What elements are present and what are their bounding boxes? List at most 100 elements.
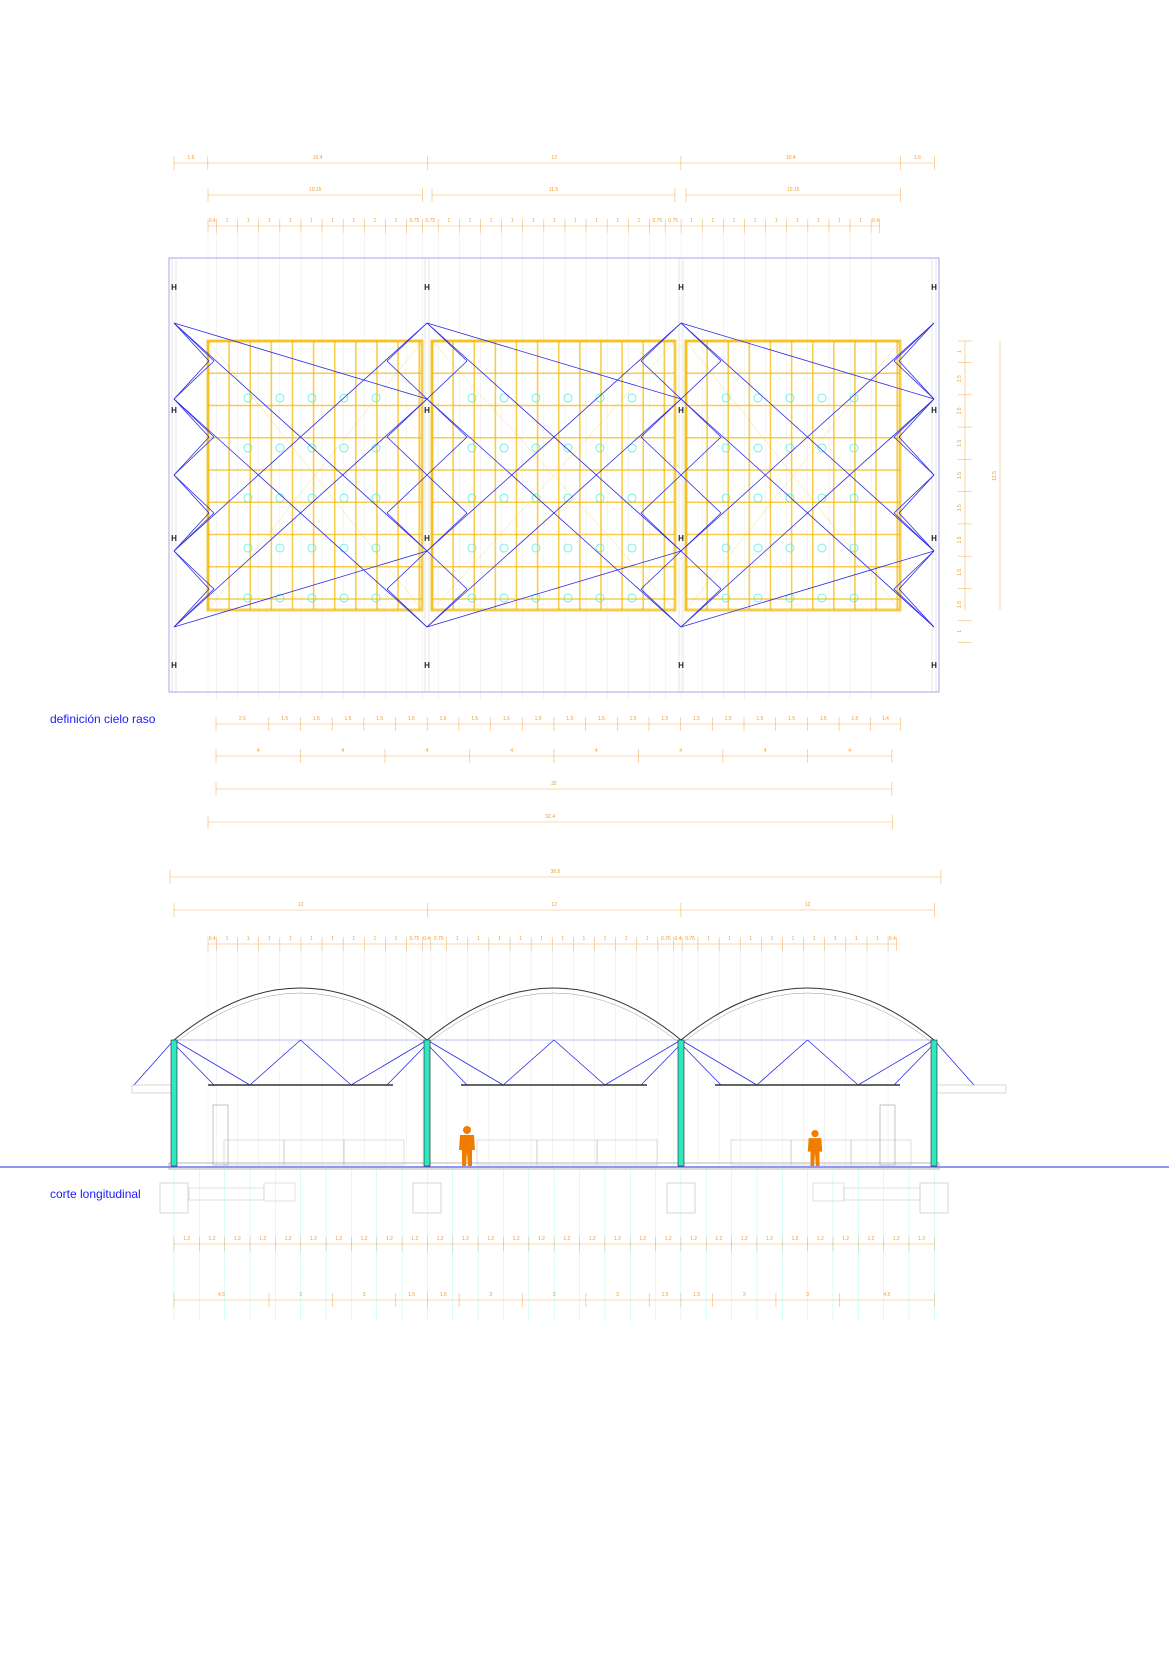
plan-dim-row-3-label: 1 — [310, 218, 313, 224]
plan-dim-row-3-label: 1 — [754, 218, 757, 224]
section-dim-bottom-1-label: 1.2 — [715, 1236, 722, 1242]
section-dim-row-3-label: 1 — [604, 936, 607, 942]
tension-cable — [426, 398, 682, 628]
light-fixture — [817, 443, 827, 453]
light-fixture — [849, 443, 859, 453]
section-dim-bottom-1-label: 1.2 — [867, 1236, 874, 1242]
section-dim-row-3-label: 1 — [247, 936, 250, 942]
plan-dim-bottom-1-label: 1.5 — [313, 716, 320, 722]
light-fixture — [849, 493, 859, 503]
section-dim-row-3-label: 1 — [583, 936, 586, 942]
section-dim-row-3-label: 0.75 — [410, 936, 420, 942]
section-dim-bottom-2-label: 1.5 — [693, 1292, 700, 1298]
plan-dim-bottom-1-label: 1.5 — [661, 716, 668, 722]
light-fixture — [817, 393, 827, 403]
section-dim-bottom-2-label: 1.5 — [440, 1292, 447, 1298]
section-dim-row-1-label: 36.5 — [551, 869, 561, 875]
section-dim-bottom-1-label: 1.2 — [639, 1236, 646, 1242]
light-fixture — [243, 443, 253, 453]
light-fixture — [467, 593, 477, 603]
light-fixture — [721, 593, 731, 603]
plan-dim-row-3-label: 0.75 — [410, 218, 420, 224]
section-dim-row-3-label: 1 — [813, 936, 816, 942]
truss-zigzag — [898, 474, 935, 514]
truss-zigzag — [893, 512, 935, 552]
section-dim-row-3-label: 1 — [289, 936, 292, 942]
plan-dim-row-3-label: 1 — [373, 218, 376, 224]
light-fixture — [785, 393, 795, 403]
section-dim-bottom-1-label: 1.2 — [893, 1236, 900, 1242]
truss-zigzag — [680, 588, 722, 628]
truss-zigzag — [426, 474, 468, 514]
plan-dim-right-label: 1.5 — [957, 601, 963, 608]
ceiling-diagonal — [207, 340, 423, 611]
light-fixture — [371, 393, 381, 403]
section-dim-row-3-label: 0.4 — [423, 936, 430, 942]
plan-dim-row-3-label: 1 — [268, 218, 271, 224]
truss-zigzag — [898, 322, 935, 362]
floor-slab — [168, 1162, 940, 1170]
tension-cable — [857, 1039, 935, 1086]
plan-dim-row-3-label: 1 — [859, 218, 862, 224]
plan-dim-row-3-label: 0.75 — [425, 218, 435, 224]
plan-dim-row-3-label: 1 — [690, 218, 693, 224]
section-dim-row-3-label: 1 — [331, 936, 334, 942]
tension-cable — [553, 1039, 606, 1086]
plan-dim-row-3-label: 1 — [732, 218, 735, 224]
strut — [173, 1043, 215, 1086]
column-h-section: H — [931, 406, 937, 415]
truss-zigzag — [640, 398, 682, 438]
truss-zigzag — [173, 436, 215, 476]
plan-dim-bottom-2-label: 4 — [679, 748, 682, 754]
plan-dim-bottom-1-label: 1.5 — [630, 716, 637, 722]
furniture — [283, 1139, 345, 1166]
plan-dim-row-3-label: 1 — [616, 218, 619, 224]
column-h-section: H — [171, 661, 177, 670]
light-fixture — [531, 393, 541, 403]
strut — [893, 1043, 935, 1086]
truss-zigzag — [386, 322, 428, 362]
light-fixture — [243, 493, 253, 503]
tension-cable — [173, 550, 428, 628]
tension-cable — [604, 1039, 682, 1086]
left-eave — [131, 1084, 175, 1094]
foundation-beam — [188, 1187, 265, 1201]
tension-cable — [173, 398, 428, 628]
plan-dim-bottom-2-label: 4 — [426, 748, 429, 754]
plan-dim-row-3-label: 1 — [395, 218, 398, 224]
truss-zigzag — [426, 588, 468, 628]
tension-cable — [680, 322, 935, 552]
section-dim-bottom-1-label: 1.2 — [589, 1236, 596, 1242]
section-caption: corte longitudinal — [50, 1187, 141, 1201]
plan-dim-row-1-label: 1.6 — [914, 155, 921, 161]
light-fixture — [817, 593, 827, 603]
truss-zigzag — [386, 474, 428, 514]
section-dim-bottom-2-label: 3 — [363, 1292, 366, 1298]
truss-zigzag — [173, 360, 215, 400]
light-fixture — [627, 493, 637, 503]
plan-dim-row-3-label: 1 — [447, 218, 450, 224]
light-fixture — [753, 393, 763, 403]
light-fixture — [243, 393, 253, 403]
plan-dim-row-3-label: 1 — [226, 218, 229, 224]
column-h-section: H — [678, 283, 684, 292]
section-dim-bottom-1-label: 1.2 — [690, 1236, 697, 1242]
light-fixture — [339, 543, 349, 553]
section-dim-row-3-label: 0.4 — [674, 936, 681, 942]
light-fixture — [307, 543, 317, 553]
foundation-block — [812, 1182, 845, 1202]
light-fixture — [339, 593, 349, 603]
section-dim-bottom-1-label: 1.2 — [487, 1236, 494, 1242]
column-h-section: H — [931, 534, 937, 543]
truss-zigzag — [898, 360, 935, 400]
plan-dim-bottom-2-label: 4 — [848, 748, 851, 754]
plan-dim-row-3-label: 1 — [289, 218, 292, 224]
shelving — [212, 1104, 229, 1166]
tension-cable — [350, 1039, 428, 1086]
section-dim-bottom-1-label: 1.2 — [335, 1236, 342, 1242]
section-dim-bottom-1-label: 1.2 — [563, 1236, 570, 1242]
section-dim-bottom-1-label: 1.2 — [361, 1236, 368, 1242]
section-dim-row-3-label: 1 — [834, 936, 837, 942]
section-dim-bottom-2-label: 1.5 — [408, 1292, 415, 1298]
human-figure — [459, 1126, 475, 1166]
